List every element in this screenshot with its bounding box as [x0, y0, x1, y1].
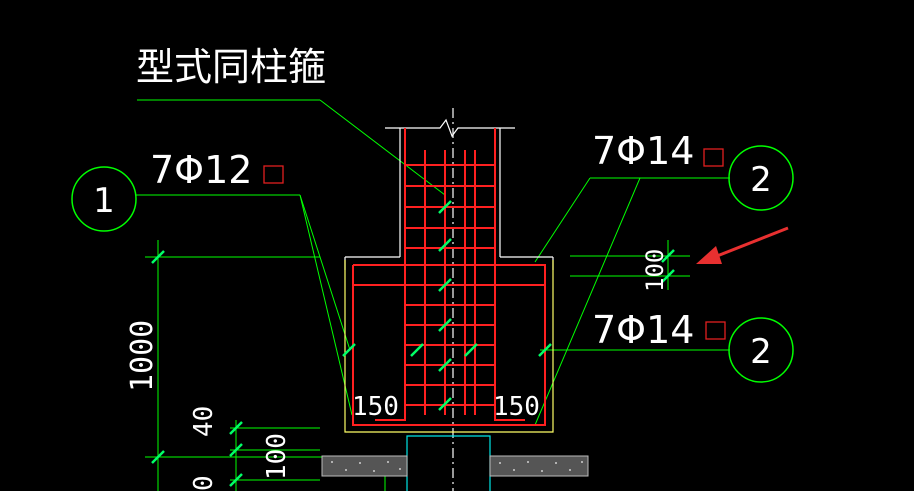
pier-outline — [406, 435, 491, 491]
dim-100-right: 100 — [641, 249, 669, 292]
dim-150-left: 150 — [352, 392, 399, 422]
dim-0: 0 — [189, 475, 219, 491]
callout-circle-1 — [71, 166, 137, 232]
callout-circle-2-top — [728, 145, 794, 211]
red-arrow-icon — [696, 226, 789, 264]
stirrup-note-label: 型式同柱箍 — [136, 45, 326, 89]
dimension-ticks — [151, 200, 675, 487]
ground-hatch — [321, 455, 589, 477]
rebar-cage — [352, 128, 546, 426]
dim-100-bottom: 100 — [262, 433, 292, 480]
rebar-label-right-bottom: 7Φ14 — [592, 308, 694, 352]
rebar-label-left: 7Φ12 — [150, 148, 252, 192]
rebar-label-right-top: 7Φ14 — [592, 129, 694, 173]
callout-circle-2-bottom — [728, 317, 794, 383]
footing-outline — [344, 260, 554, 433]
callout-circles — [71, 145, 794, 383]
red-square-icon — [263, 148, 726, 340]
dim-150-right: 150 — [493, 392, 540, 422]
callout-number-1: 1 — [93, 181, 115, 221]
dim-1000: 1000 — [125, 320, 160, 392]
left-dimension-lines — [145, 240, 340, 491]
dim-40: 40 — [189, 406, 219, 437]
callout-number-2-bottom: 2 — [750, 332, 772, 372]
callout-number-2-top: 2 — [750, 160, 772, 200]
